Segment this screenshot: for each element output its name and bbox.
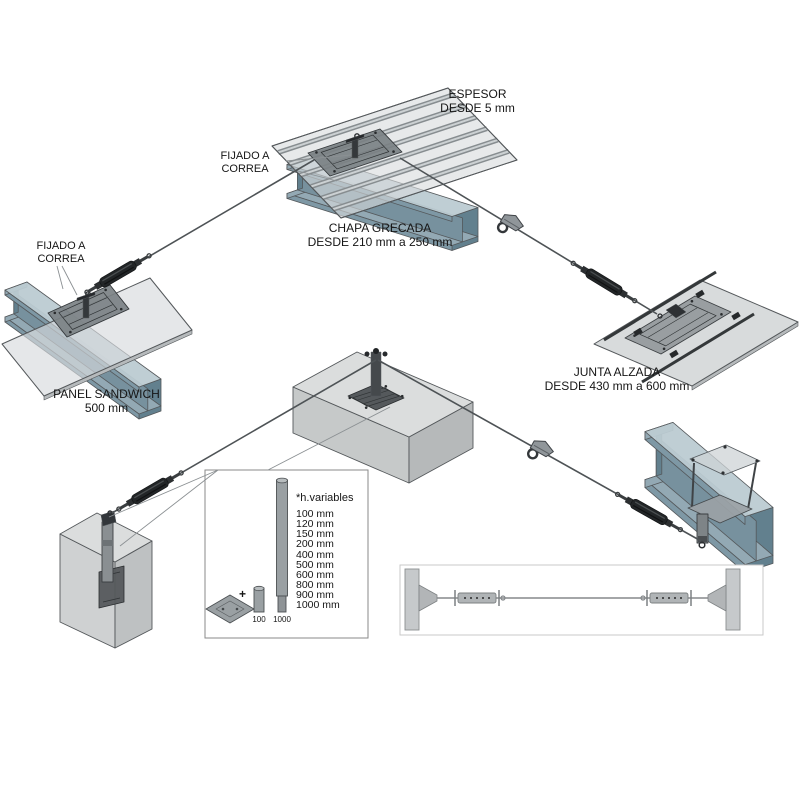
- label-fijado-top-line1: FIJADO A: [220, 150, 270, 162]
- cable-tensioner-icon: [614, 491, 684, 533]
- label-chapa-grecada: CHAPA GRECADA DESDE 210 mm a 250 mm: [300, 221, 460, 250]
- label-chapa-line1: CHAPA GRECADA: [328, 221, 432, 235]
- cable-tensioner-icon: [116, 470, 184, 512]
- elevation-tensioner-icon: [454, 590, 500, 606]
- elevation-tensioner-icon: [646, 590, 692, 606]
- steel-ibeam-clamp: [644, 421, 774, 573]
- label-chapa-line2: DESDE 210 mm a 250 mm: [307, 234, 453, 249]
- inset-heights-header: *h.variables: [296, 492, 354, 504]
- label-junta-line2: DESDE 430 mm a 600 mm: [544, 378, 690, 393]
- anchor-plate-sandwich: [47, 284, 130, 338]
- short-post-label: 100: [252, 615, 266, 624]
- cable-tensioner-icon: [84, 253, 152, 295]
- height-option: 500 mm: [296, 558, 334, 571]
- concrete-block: [292, 351, 474, 484]
- label-fijado-left-line1: FIJADO A: [36, 240, 86, 252]
- label-fijado-correa-left: FIJADO A CORREA: [30, 240, 92, 266]
- label-espesor-line2: DESDE 5 mm: [440, 100, 515, 115]
- inset-heights-box: [204, 469, 369, 639]
- height-option: 200 mm: [296, 538, 334, 551]
- height-option: 100 mm: [296, 508, 334, 520]
- anchor-plate-chapa: [307, 128, 403, 177]
- label-fijado-top-line2: CORREA: [221, 162, 269, 175]
- height-option: 1000 mm: [296, 599, 340, 612]
- label-fijado-left-line2: CORREA: [37, 252, 85, 265]
- label-junta-line1: JUNTA ALZADA: [573, 365, 661, 379]
- inset-base-plate: [205, 594, 255, 624]
- anchor-plate-junta: [624, 289, 741, 359]
- label-espesor: ESPESOR DESDE 5 mm: [415, 87, 540, 116]
- long-post-label: 1000: [273, 615, 291, 624]
- label-panel-line2: 500 mm: [84, 400, 129, 415]
- label-fijado-correa-top: FIJADO A CORREA: [205, 150, 285, 176]
- height-option: 800 mm: [296, 579, 334, 592]
- label-panel-sandwich: PANEL SANDWICH 500 mm: [44, 387, 169, 416]
- label-junta-alzada: JUNTA ALZADA DESDE 430 mm a 600 mm: [542, 365, 692, 394]
- plus-sign: +: [239, 587, 247, 601]
- label-espesor-line1: ESPESOR: [448, 87, 507, 101]
- inset-long-post: [276, 477, 288, 613]
- cable-glider-icon: [527, 440, 554, 460]
- cable-tensioner-icon: [570, 260, 638, 304]
- wall-post-anchor: [98, 510, 125, 609]
- height-option: 120 mm: [296, 518, 334, 531]
- cable-glider-icon: [496, 214, 524, 234]
- height-option: 150 mm: [296, 528, 334, 541]
- height-option: 400 mm: [296, 548, 334, 561]
- inset-short-post: [253, 585, 265, 613]
- label-panel-line1: PANEL SANDWICH: [53, 387, 160, 401]
- height-option: 900 mm: [296, 589, 334, 602]
- leader-lines: [56, 154, 391, 547]
- block-post-anchor: [347, 348, 405, 411]
- lifeline-elevation-view: [399, 564, 764, 636]
- beam-clamp-anchor: [687, 444, 761, 549]
- height-option: 600 mm: [296, 568, 334, 581]
